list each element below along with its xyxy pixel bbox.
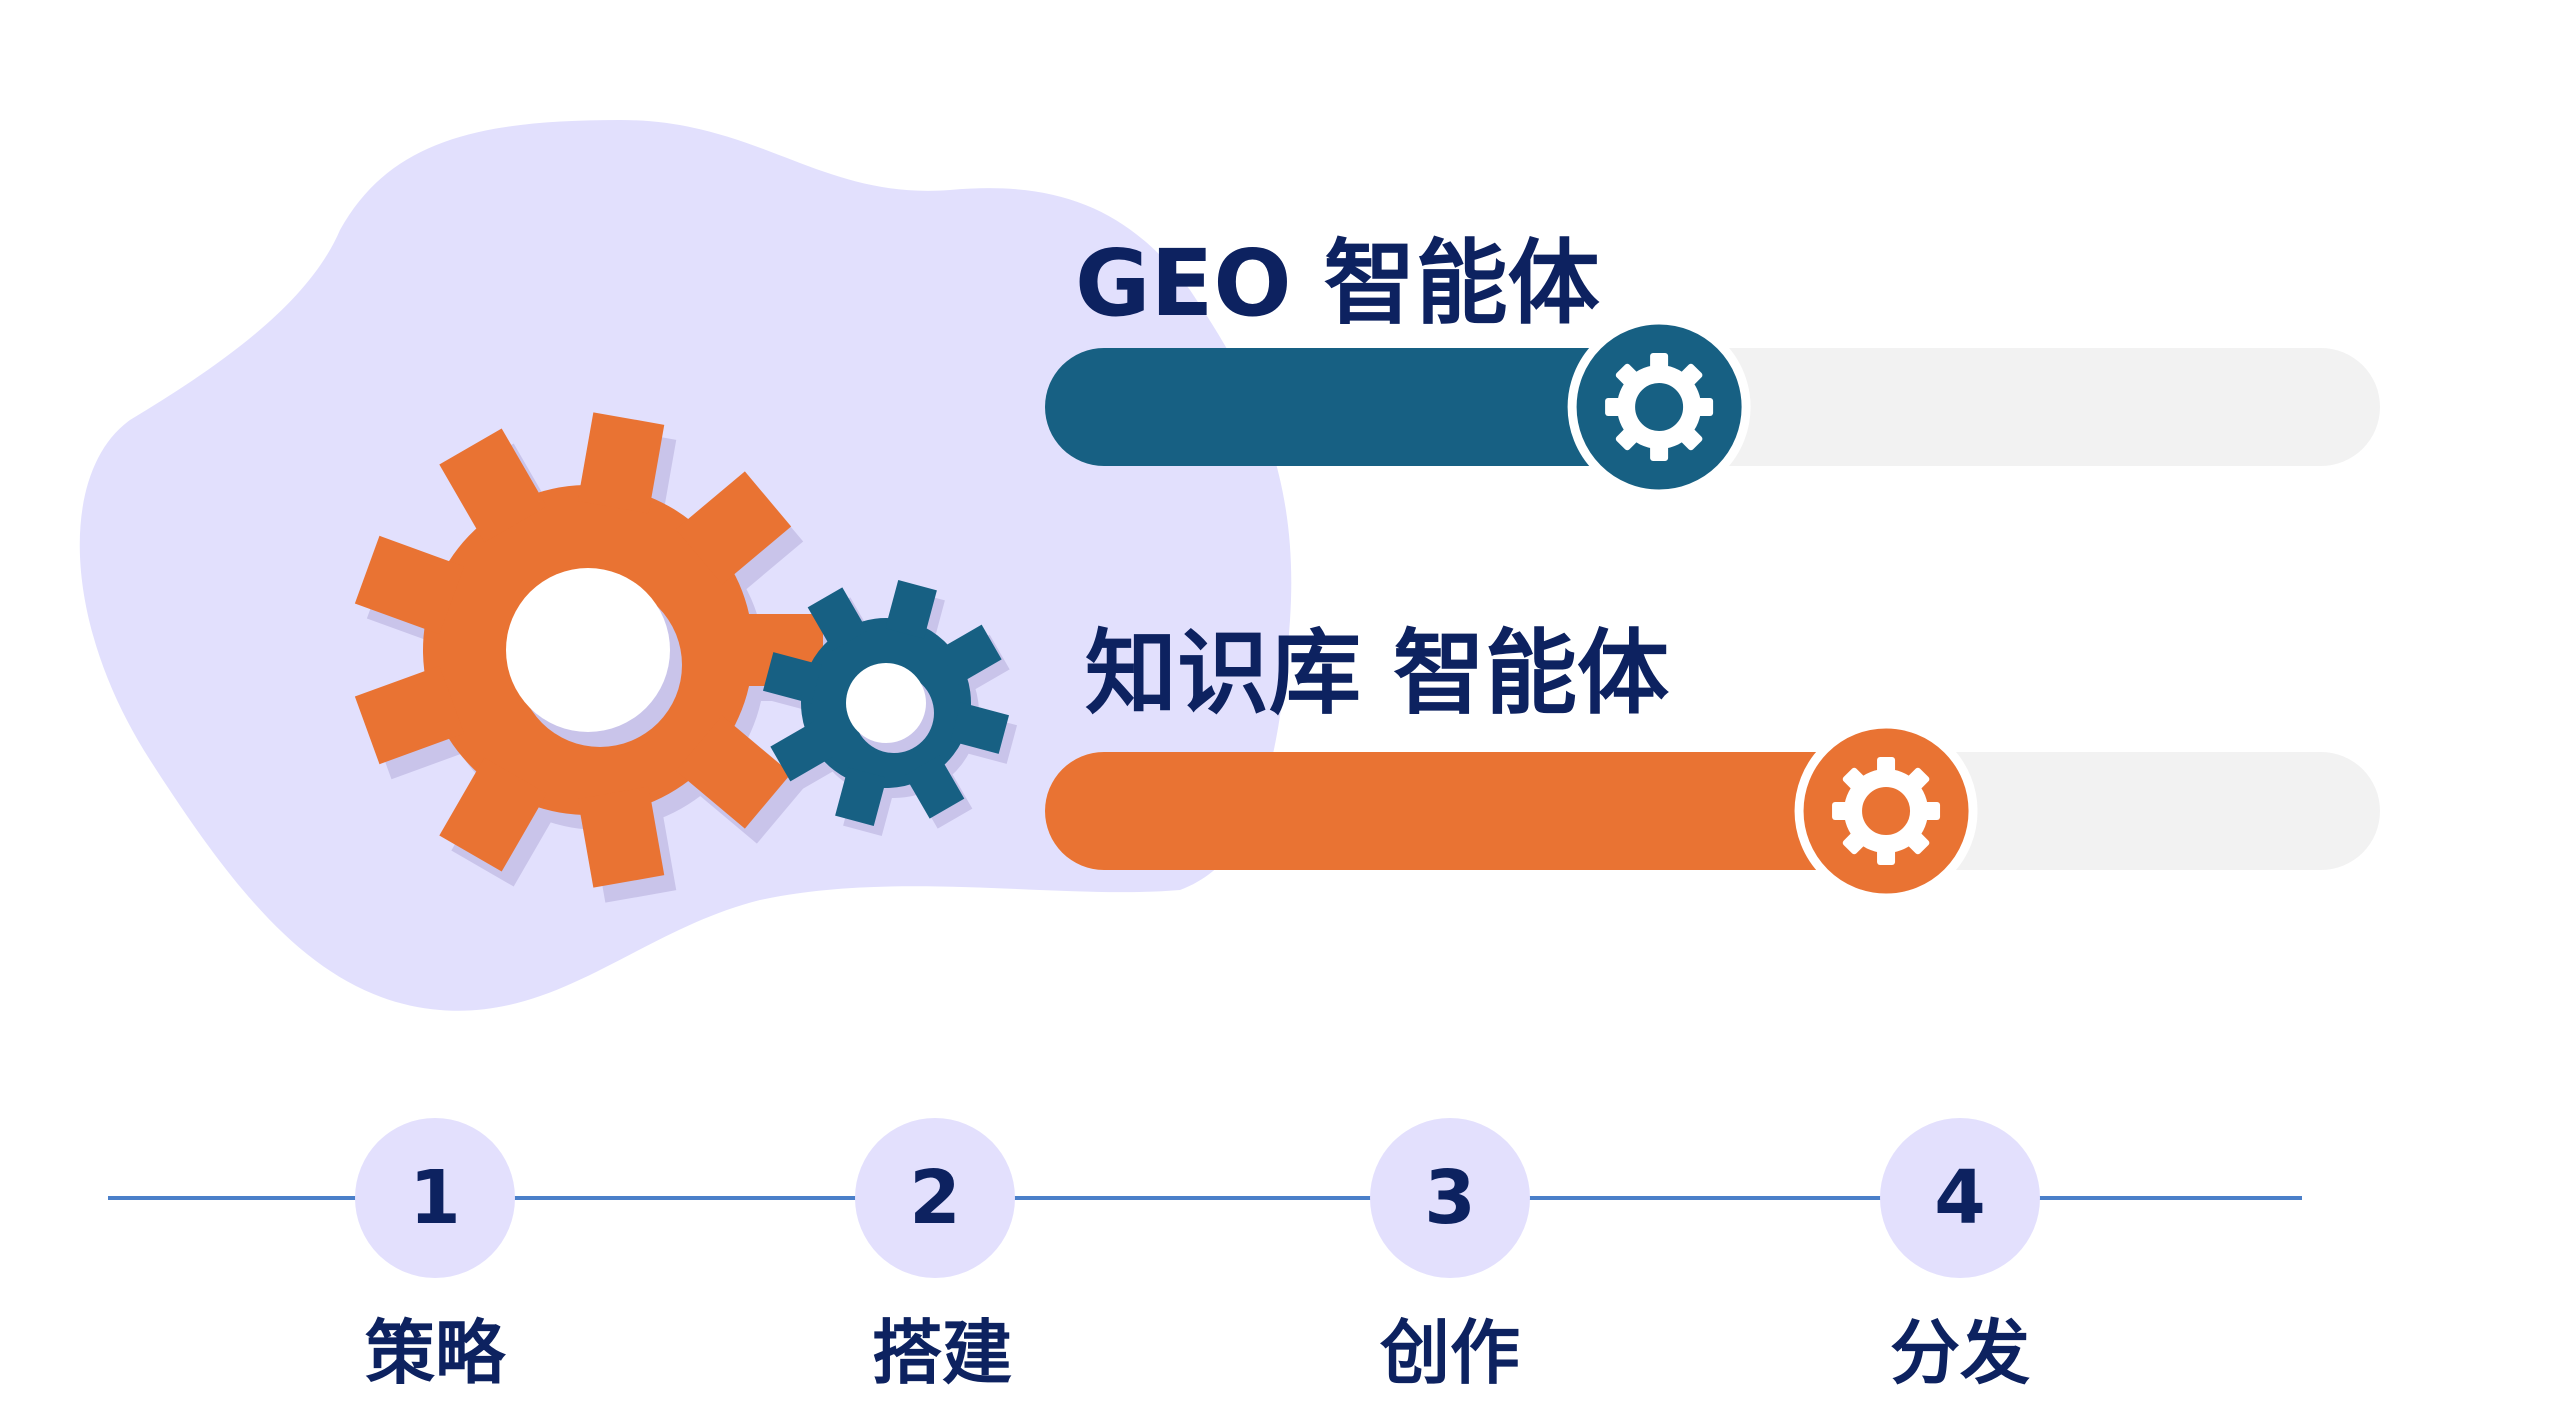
progress-knob (1794, 719, 1978, 903)
step-number-1: 1 (355, 1118, 515, 1278)
step-label-1: 策略 (365, 1312, 505, 1394)
step-label-3: 创作 (1380, 1312, 1520, 1394)
step-number-3: 3 (1370, 1118, 1530, 1278)
progress-fill (1045, 348, 1670, 466)
step-label-2: 搭建 (872, 1312, 1012, 1394)
step-number-4: 4 (1880, 1118, 2040, 1278)
step-number-2: 2 (855, 1118, 1015, 1278)
large-gear-icon (354, 412, 835, 903)
progress-fill (1045, 752, 1897, 870)
geo-agent-progress (1045, 315, 2380, 499)
geo-agent-title: GEO 智能体 (1075, 230, 1600, 337)
small-gear-icon (762, 579, 1018, 837)
progress-knob (1567, 315, 1751, 499)
knowledge-agent-title: 知识库 智能体 (1085, 620, 1670, 727)
step-label-4: 分发 (1890, 1312, 2030, 1394)
knowledge-agent-progress (1045, 719, 2380, 903)
